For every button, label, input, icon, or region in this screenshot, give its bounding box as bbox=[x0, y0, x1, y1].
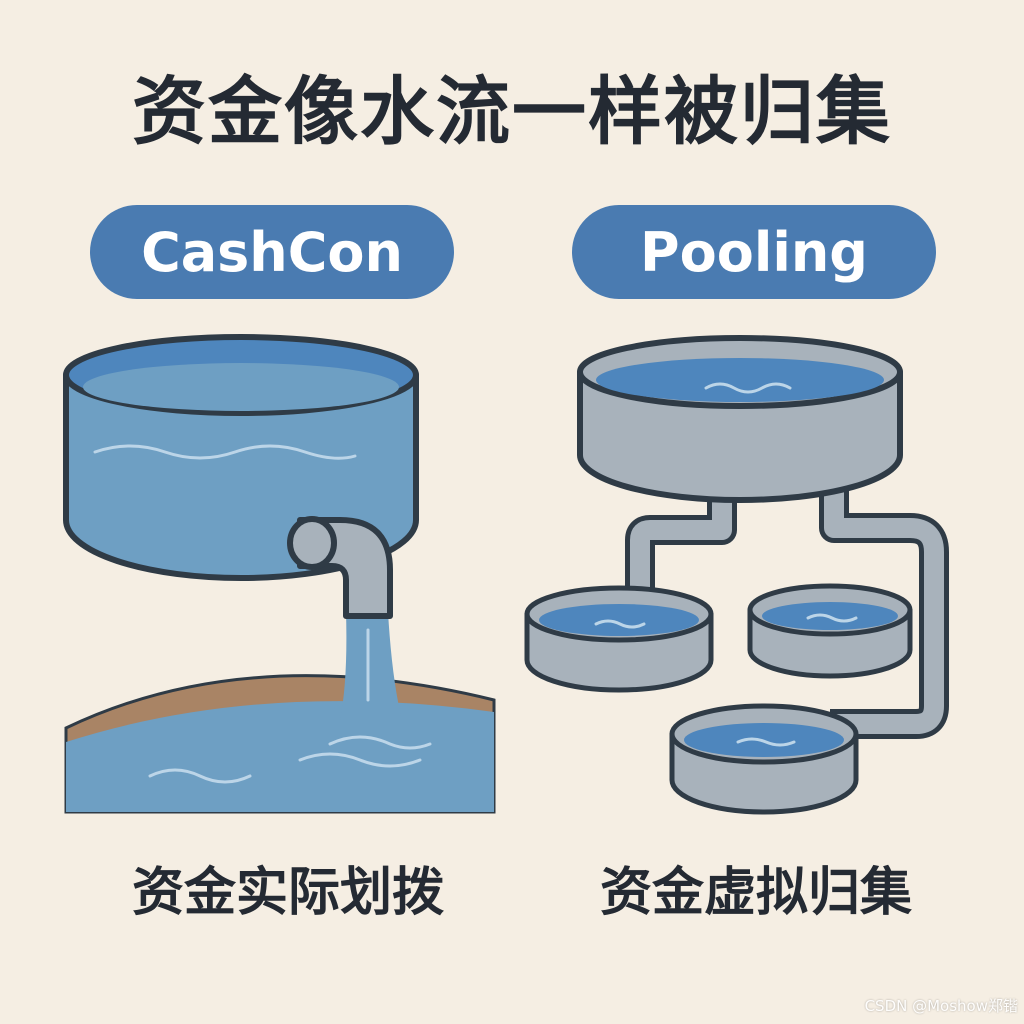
sub-basin-2 bbox=[747, 583, 913, 679]
pooling-caption: 资金虚拟归集 bbox=[599, 863, 912, 923]
faucet-pipe bbox=[287, 516, 393, 619]
connecting-pipes bbox=[625, 480, 949, 739]
cashcon-illustration bbox=[63, 334, 496, 814]
watermark: CSDN @Moshow郑锴 bbox=[864, 997, 1018, 1015]
cashcon-caption: 资金实际划拨 bbox=[131, 863, 444, 923]
cashcon-label: CashCon bbox=[90, 205, 454, 299]
main-pool-tank bbox=[577, 335, 903, 503]
pooling-label: Pooling bbox=[572, 205, 936, 299]
pooling-illustration bbox=[524, 335, 949, 815]
sub-basin-3 bbox=[669, 703, 859, 815]
sub-basin-1 bbox=[524, 585, 714, 693]
water-stream bbox=[328, 612, 432, 750]
page-title: 资金像水流一样被归集 bbox=[132, 69, 892, 155]
